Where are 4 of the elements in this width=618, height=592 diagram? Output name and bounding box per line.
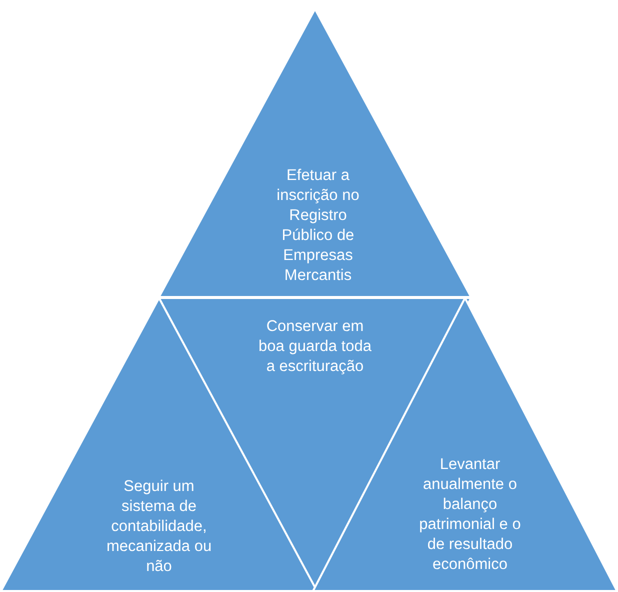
triangle-label: Conservar em boa guarda toda a escrituração (258, 317, 372, 377)
triangle-label: Efetuar a inscrição no Registro Público de Empresas Mercantis (276, 166, 360, 286)
triangle-label: Seguir um sistema de contabilidade, mecanizada ou não (105, 477, 213, 577)
triangle-label: Levantar anualmente o balanço patrimonial e o de resultado econômico (418, 455, 522, 575)
